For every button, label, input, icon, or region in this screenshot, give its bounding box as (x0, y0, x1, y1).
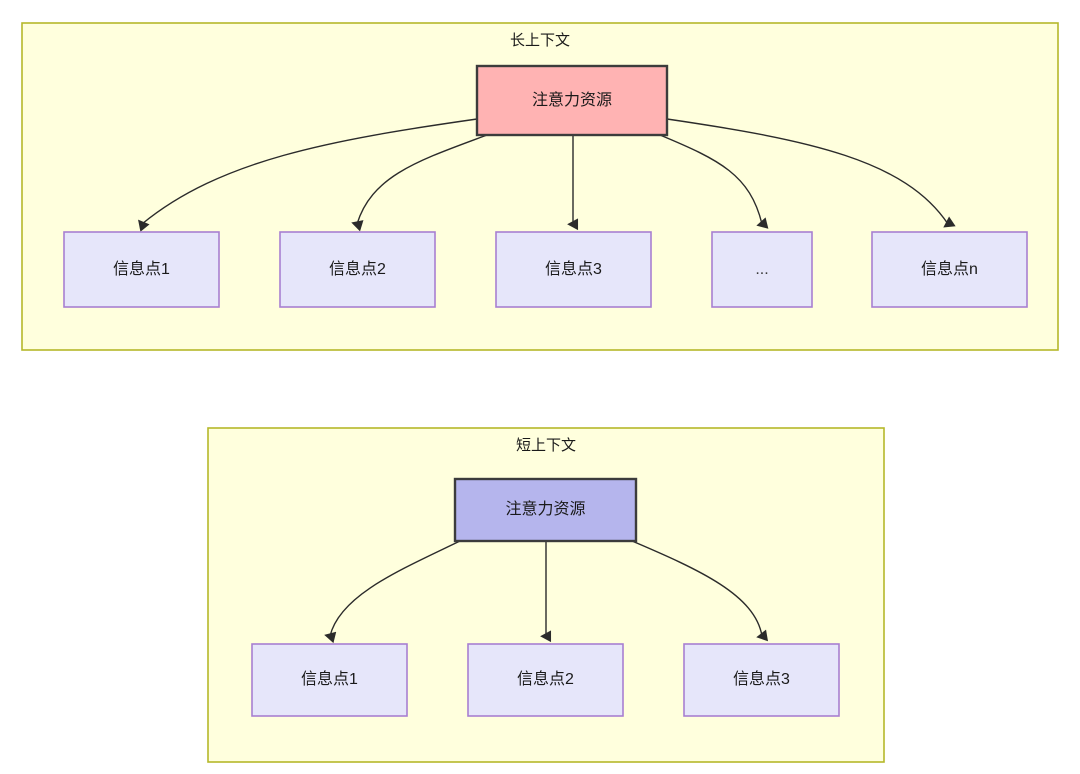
node-info-point-3-long-box[interactable] (495, 231, 652, 308)
edges-short-context (324, 540, 769, 644)
node-info-point-3-short[interactable]: 信息点3 (683, 643, 840, 717)
node-info-point-2-short-box[interactable] (467, 643, 624, 717)
node-info-point-n-long-box[interactable] (871, 231, 1028, 308)
node-attention-resource-short[interactable]: 注意力资源 (453, 477, 638, 543)
node-info-point-ellipsis-long-box[interactable] (711, 231, 813, 308)
node-info-point-1-short-box[interactable] (251, 643, 408, 717)
edge-root-to-infon (666, 118, 956, 228)
edge-root-to-info1-short (324, 540, 461, 644)
node-info-point-1-long[interactable]: 信息点1 (63, 231, 220, 308)
node-attention-resource-long[interactable]: 注意力资源 (475, 64, 669, 137)
edge-root-to-info3-short (631, 540, 769, 642)
edge-root-to-info2 (351, 134, 488, 232)
group-short-context-title: 短上下文 (516, 437, 576, 454)
node-attention-resource-long-box[interactable] (475, 64, 669, 137)
node-info-point-2-short[interactable]: 信息点2 (467, 643, 624, 717)
node-info-point-2-long-box[interactable] (279, 231, 436, 308)
edge-root-to-info1 (138, 118, 478, 232)
node-info-point-3-long[interactable]: 信息点3 (495, 231, 652, 308)
node-info-point-ellipsis-long-label: ... (755, 261, 768, 278)
group-long-context-title: 长上下文 (510, 32, 570, 49)
group-long-context: 长上下文 注意力资源 信息点1 信息点2 (21, 22, 1059, 351)
node-info-point-ellipsis-long[interactable]: ... (711, 231, 813, 308)
node-attention-resource-short-box[interactable] (453, 477, 638, 543)
node-info-point-n-long[interactable]: 信息点n (871, 231, 1028, 308)
group-short-context: 短上下文 注意力资源 信息点1 信息点2 信息点3 (207, 427, 885, 763)
edge-root-to-ellipsis (659, 134, 769, 229)
node-info-point-1-short[interactable]: 信息点1 (251, 643, 408, 717)
edges-long-context (138, 118, 956, 232)
node-info-point-2-long[interactable]: 信息点2 (279, 231, 436, 308)
node-info-point-1-long-box[interactable] (63, 231, 220, 308)
node-info-point-3-short-box[interactable] (683, 643, 840, 717)
